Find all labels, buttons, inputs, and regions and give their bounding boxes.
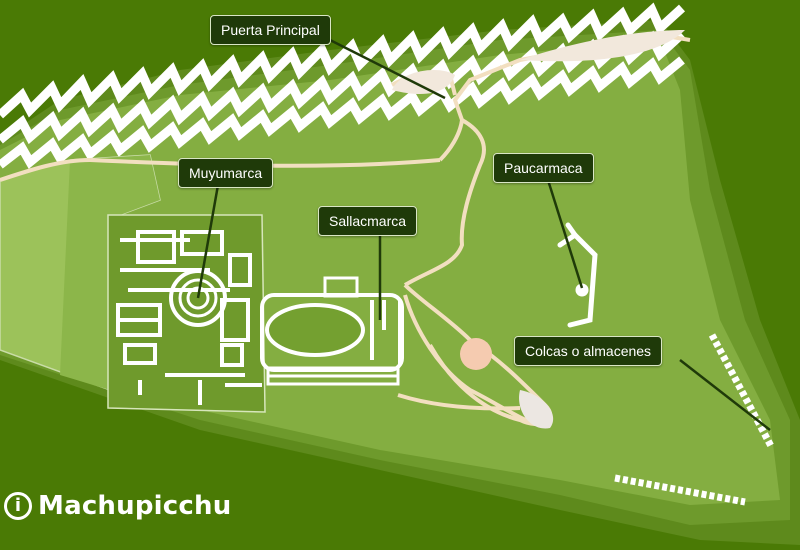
north-clearing (392, 70, 455, 95)
muyumarca-tower-mid (178, 278, 218, 318)
map-title: Machupicchu (38, 491, 232, 521)
leader-lines (196, 38, 771, 431)
southeast-clearing (519, 390, 554, 429)
leader-colcas (679, 359, 771, 431)
colcas-storehouses-south (614, 474, 746, 506)
leader-muyumarca (196, 184, 220, 299)
muyumarca-tower-outer (169, 269, 227, 327)
urban-walls (116, 230, 262, 405)
info-icon[interactable]: i (4, 492, 32, 520)
colcas-storehouses-east (708, 333, 776, 450)
map-brand: i Machupicchu (4, 491, 231, 521)
terrace-zigzag-1 (0, 2, 686, 119)
label-paucarmaca[interactable]: Paucarmaca (493, 153, 594, 183)
paucarmaca-structure (557, 222, 598, 328)
label-sallacmarca[interactable]: Sallacmarca (318, 206, 418, 236)
leader-paucarmaca (546, 179, 584, 289)
huaca-circle (460, 338, 492, 370)
label-muyumarca[interactable]: Muyumarca (178, 158, 274, 188)
terrace-zigzag-3 (0, 56, 685, 169)
label-puerta-principal[interactable]: Puerta Principal (210, 15, 331, 45)
east-ridge-clearing (520, 30, 685, 62)
muyumarca-tower-inner (186, 286, 210, 310)
leader-puerta (329, 38, 446, 100)
esplanade-lawn (265, 303, 365, 357)
sallacmarca-house (323, 276, 359, 298)
label-colcas-o-almacenes[interactable]: Colcas o almacenes (514, 336, 663, 366)
